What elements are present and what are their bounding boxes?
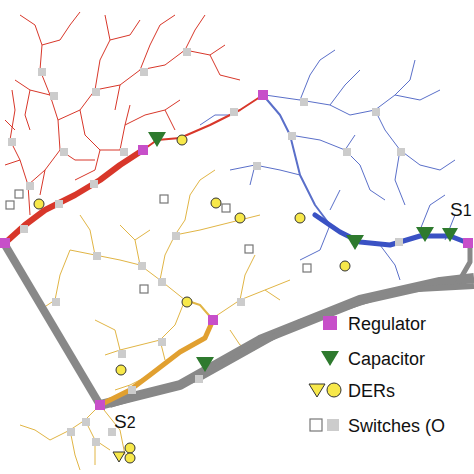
orange-feeder-branches: [20, 170, 290, 470]
capacitor-symbols: [148, 132, 458, 372]
legend-samples: [309, 316, 341, 431]
legend-text: Switches (O: [348, 417, 445, 435]
blue-feeder-branches: [200, 50, 455, 280]
tie-lines: [5, 245, 474, 405]
der-symbols: [34, 135, 350, 463]
legend-text: DERs: [348, 382, 395, 400]
substation-label: S2: [114, 412, 136, 431]
red-feeder-branches: [5, 12, 240, 215]
regulator-symbols: [0, 90, 473, 410]
legend-der-sample: [309, 384, 325, 397]
legend-switch-sample: [327, 419, 339, 431]
legend-text: Capacitor: [348, 350, 425, 368]
feeder-trunks: [5, 95, 468, 405]
legend-text: Regulator: [348, 315, 426, 333]
legend-switch-sample: [310, 419, 322, 431]
switch-symbols: [8, 48, 405, 446]
open-switch-symbols: [6, 190, 311, 293]
legend-der-sample: [327, 383, 341, 397]
legend-regulator-sample: [323, 316, 337, 330]
substation-label: S1: [450, 200, 472, 219]
legend-capacitor-sample: [321, 351, 339, 366]
